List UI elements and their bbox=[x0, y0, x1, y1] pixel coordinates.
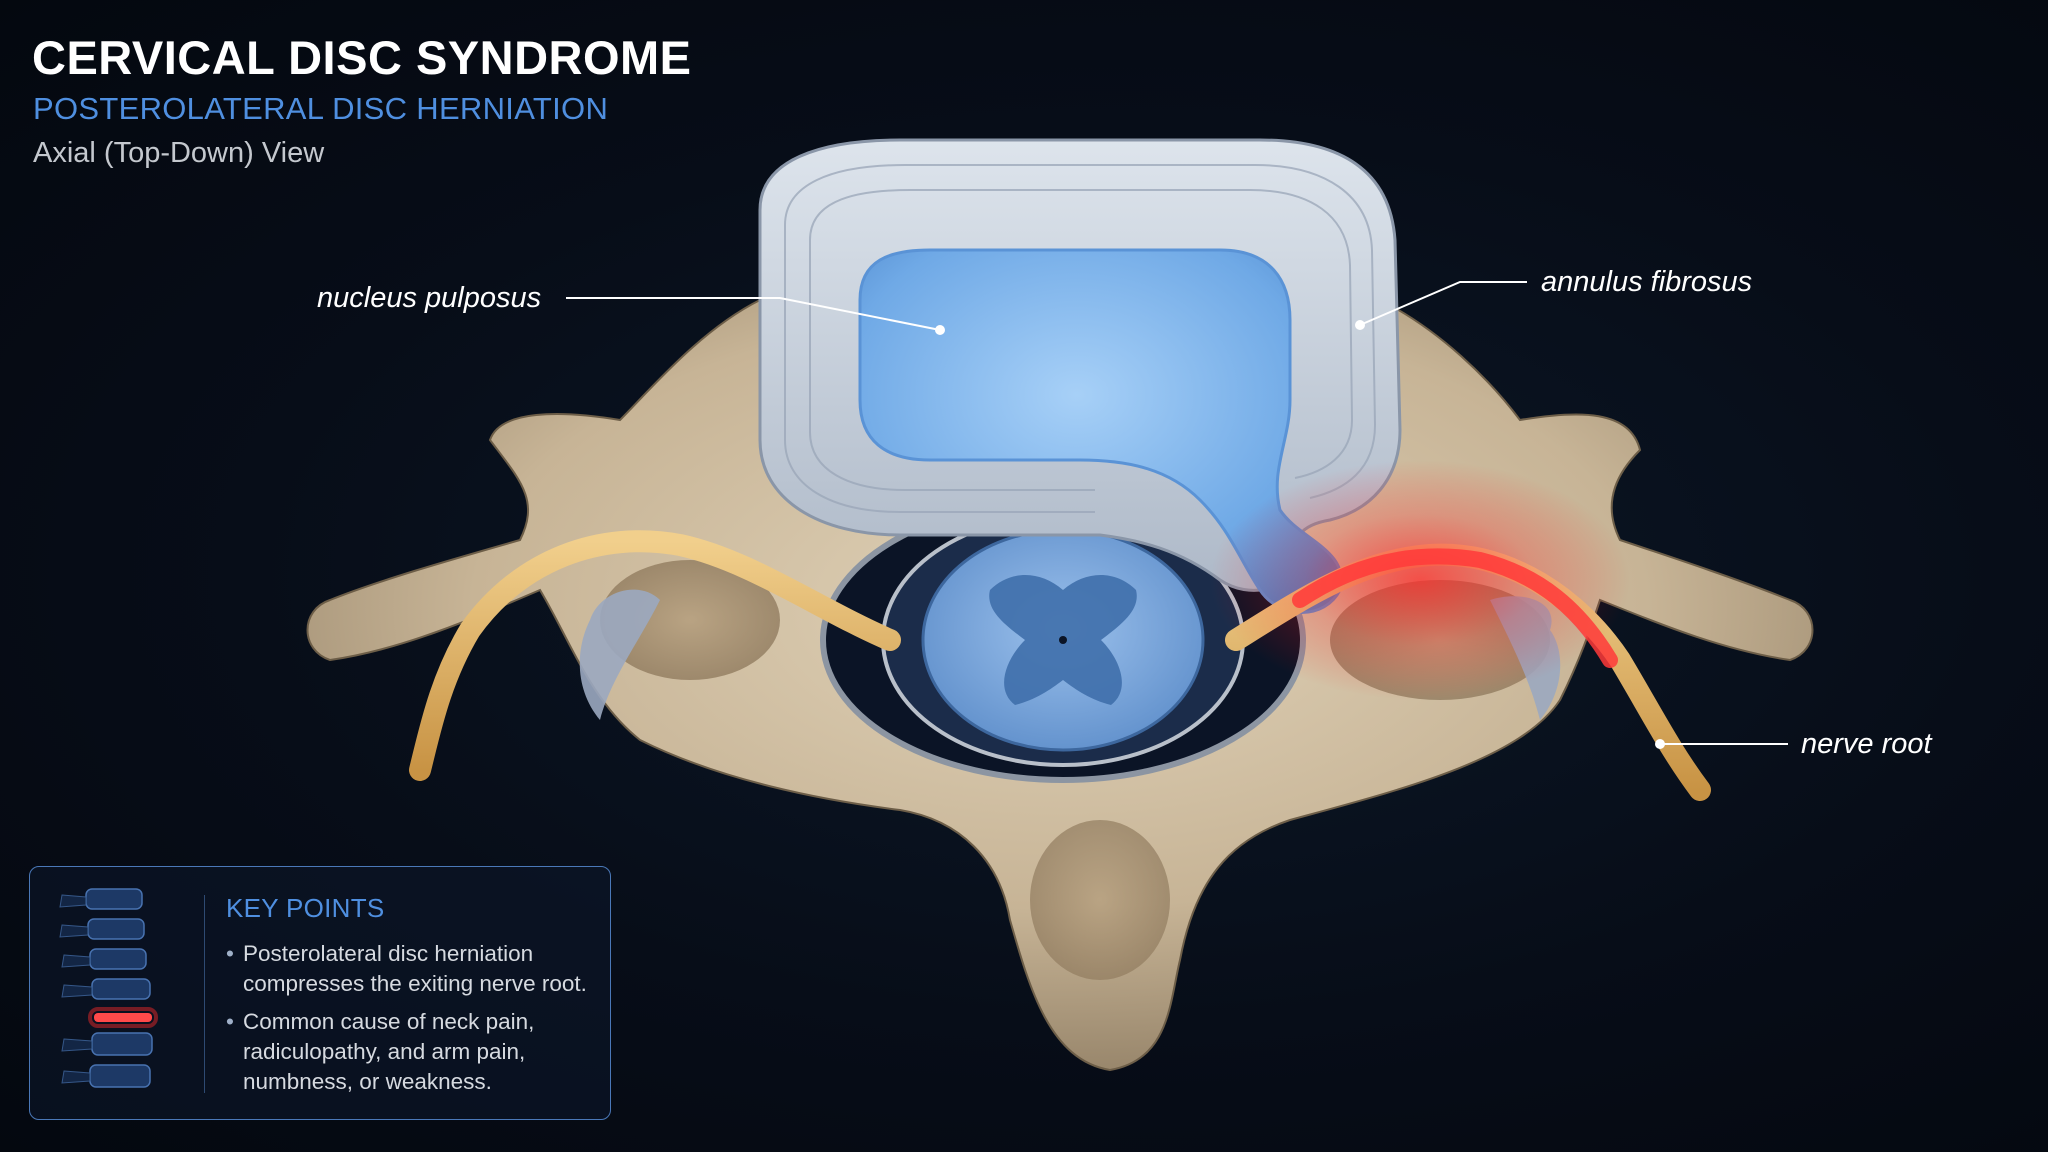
key-points-list: •Posterolateral disc herniation compress… bbox=[226, 939, 606, 1105]
key-points-panel: KEY POINTS •Posterolateral disc herniati… bbox=[29, 866, 611, 1120]
inflammation-glow bbox=[1210, 460, 1630, 700]
key-point-item: •Posterolateral disc herniation compress… bbox=[226, 941, 587, 996]
marker-nerve bbox=[1655, 739, 1665, 749]
leader-lines bbox=[566, 281, 1788, 745]
spine-thumbnail-icon bbox=[59, 888, 158, 1088]
marker-nucleus bbox=[935, 325, 945, 335]
label-annulus-fibrosus: annulus fibrosus bbox=[1541, 266, 1753, 298]
label-nerve-root: nerve root bbox=[1801, 728, 1932, 760]
central-canal bbox=[1059, 636, 1067, 644]
view-label: Axial (Top-Down) View bbox=[33, 137, 325, 169]
page-title: CERVICAL DISC SYNDROME bbox=[32, 31, 692, 84]
bullet-icon: • bbox=[226, 1009, 234, 1034]
bullet-icon: • bbox=[226, 941, 234, 966]
facet-cartilage-left bbox=[579, 589, 660, 720]
leader-nucleus bbox=[566, 297, 941, 331]
herniated-disc-highlight bbox=[94, 1013, 152, 1022]
label-nucleus-pulposus: nucleus pulposus bbox=[317, 282, 542, 314]
marker-annulus bbox=[1355, 320, 1365, 330]
key-divider bbox=[204, 895, 205, 1093]
page-subtitle: POSTEROLATERAL DISC HERNIATION bbox=[33, 91, 609, 126]
compressed-nerve-segment bbox=[1292, 548, 1618, 668]
key-points-heading: KEY POINTS bbox=[226, 893, 385, 923]
nerve-root-left bbox=[409, 530, 901, 781]
spongy-bone-spine bbox=[1030, 820, 1170, 980]
leader-annulus bbox=[1359, 281, 1527, 326]
spongy-bone-left bbox=[600, 560, 780, 680]
key-point-item: •Common cause of neck pain, radiculopath… bbox=[226, 1009, 535, 1094]
